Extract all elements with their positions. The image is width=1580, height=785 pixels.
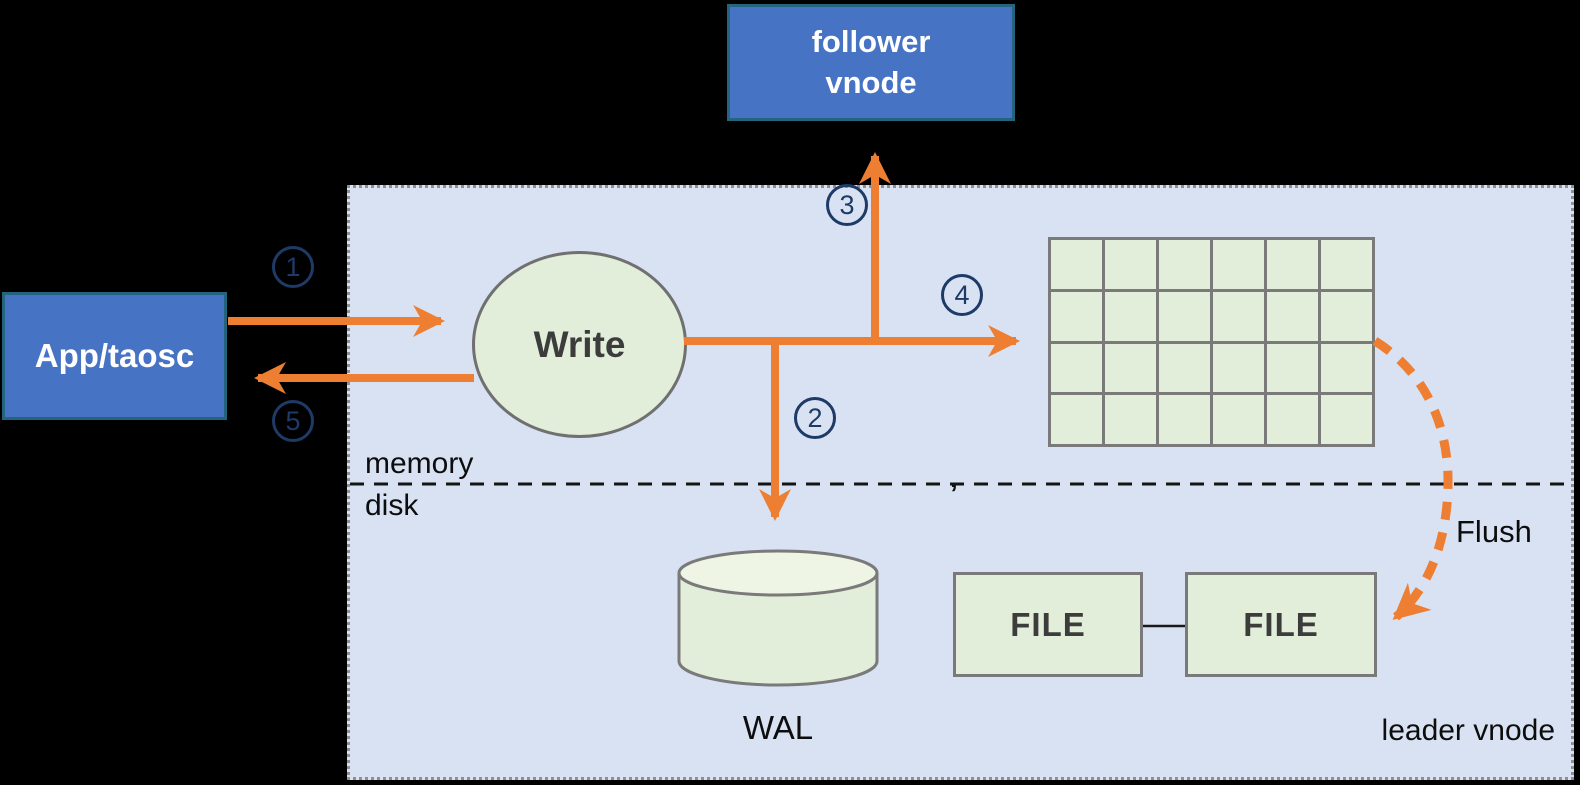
grid-cell xyxy=(1321,395,1372,444)
grid-cell xyxy=(1213,395,1264,444)
write-label: Write xyxy=(533,323,626,365)
step-1-badge: 1 xyxy=(272,246,314,288)
grid-cell xyxy=(1213,291,1264,341)
grid-cell xyxy=(1159,240,1210,289)
wal-cylinder-top xyxy=(677,549,879,597)
step-5-badge: 5 xyxy=(272,400,314,442)
flush-label: Flush xyxy=(1456,514,1532,549)
step-2-badge: 2 xyxy=(794,397,836,439)
grid-cell xyxy=(1105,291,1156,341)
step-4-badge: 4 xyxy=(941,274,983,316)
grid-cell xyxy=(1213,240,1264,289)
grid-cell xyxy=(1051,291,1102,341)
disk-label: disk xyxy=(365,489,419,522)
grid-cell xyxy=(1105,395,1156,444)
leader-vnode-label: leader vnode xyxy=(1381,714,1555,747)
step-3-badge: 3 xyxy=(826,184,868,226)
file-1-label: FILE xyxy=(1010,605,1086,643)
grid-cell xyxy=(1213,343,1264,393)
grid-cell xyxy=(1267,343,1318,393)
grid-cell xyxy=(1159,395,1210,444)
follower-vnode-box: follower vnode xyxy=(727,4,1015,121)
wal-cylinder xyxy=(677,549,879,687)
file-2-label: FILE xyxy=(1243,605,1319,643)
grid-cell xyxy=(1321,240,1372,289)
grid-cell xyxy=(1321,291,1372,341)
grid-cell xyxy=(1267,240,1318,289)
follower-vnode-label: follower vnode xyxy=(811,24,931,100)
grid-cell xyxy=(1105,343,1156,393)
app-taosc-label: App/taosc xyxy=(34,337,195,374)
grid-cell xyxy=(1051,395,1102,444)
app-taosc-box: App/taosc xyxy=(2,292,227,420)
wal-cylinder-body xyxy=(677,573,879,687)
write-circle: Write xyxy=(472,251,687,438)
wal-label: WAL xyxy=(742,709,814,746)
grid-cell xyxy=(1159,343,1210,393)
memory-label: memory xyxy=(365,447,474,480)
grid-cell xyxy=(1267,395,1318,444)
file-box-1: FILE xyxy=(953,572,1143,677)
stray-comma-artifact: , xyxy=(950,462,958,493)
grid-cell xyxy=(1159,291,1210,341)
grid-cell xyxy=(1051,240,1102,289)
grid-cell xyxy=(1105,240,1156,289)
grid-cell xyxy=(1267,291,1318,341)
grid-cell xyxy=(1321,343,1372,393)
grid-cell xyxy=(1051,343,1102,393)
memtable-grid xyxy=(1048,237,1375,447)
file-box-2: FILE xyxy=(1185,572,1377,677)
